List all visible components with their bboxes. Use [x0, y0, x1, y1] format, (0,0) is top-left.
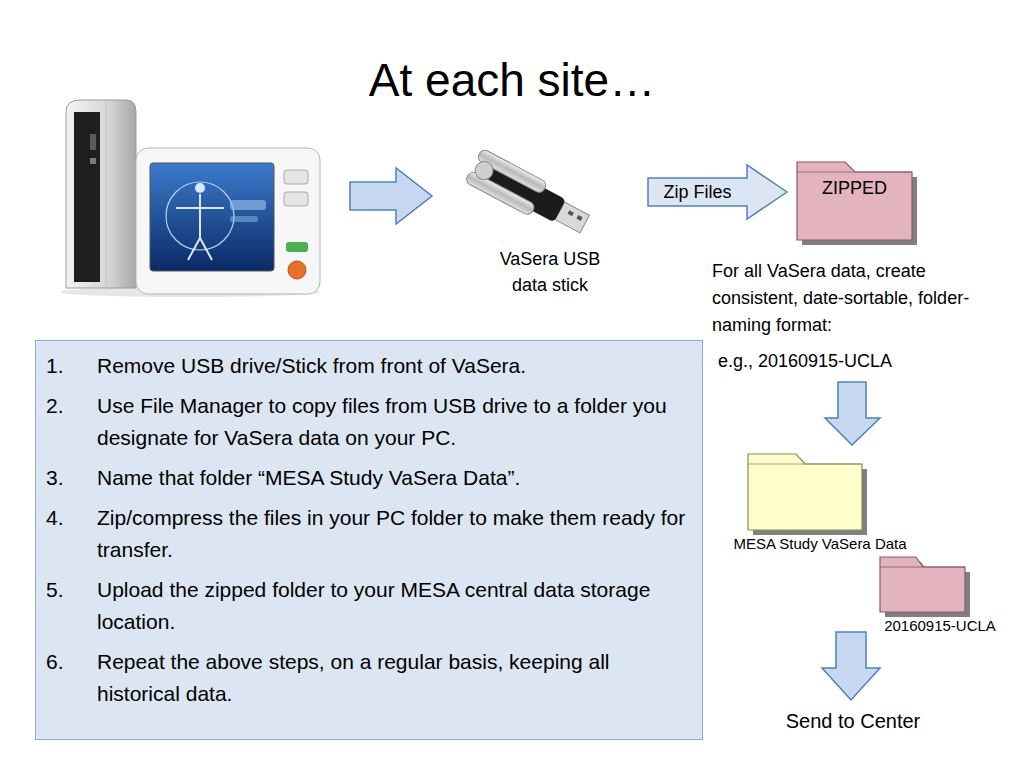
- step-text: Upload the zipped folder to your MESA ce…: [97, 574, 690, 638]
- step-row: 1.Remove USB drive/Stick from front of V…: [46, 350, 690, 382]
- folder-line: [880, 567, 965, 568]
- step-row: 3.Name that folder “MESA Study VaSera Da…: [46, 462, 690, 494]
- step-number: 3.: [46, 462, 97, 494]
- folder-icon: [880, 555, 972, 619]
- folder-line: [748, 464, 862, 465]
- folder-shape: [880, 557, 965, 612]
- flow-arrow: [350, 168, 432, 224]
- folder-box: ZIPPED: [797, 160, 912, 240]
- folder-label: 20160915-UCLA: [870, 617, 1010, 634]
- folder-icon: [748, 452, 869, 537]
- folder-shape: [748, 454, 862, 530]
- step-row: 5.Upload the zipped folder to your MESA …: [46, 574, 690, 638]
- vasera-device: [60, 100, 320, 297]
- flow-arrow: [822, 632, 880, 700]
- step-number: 2.: [46, 390, 97, 422]
- step-text: Remove USB drive/Stick from front of VaS…: [97, 350, 690, 382]
- step-text: Zip/compress the files in your PC folder…: [97, 502, 690, 566]
- step-number: 5.: [46, 574, 97, 606]
- step-text: Repeat the above steps, on a regular bas…: [97, 646, 690, 710]
- note-text: For all VaSera data, create consistent, …: [712, 258, 994, 339]
- slide-title: At each site…: [0, 50, 1024, 110]
- usb-stick-icon: [460, 150, 600, 242]
- folder-line: [797, 172, 912, 173]
- step-number: 1.: [46, 350, 97, 382]
- folder-icon: [797, 160, 919, 247]
- steps-panel: 1.Remove USB drive/Stick from front of V…: [35, 340, 703, 740]
- note-text: Send to Center: [753, 708, 953, 734]
- device-caption: VaSera USB data stick: [485, 246, 615, 298]
- usb-stick: VaSera USB data stick: [460, 150, 640, 298]
- step-text: Name that folder “MESA Study VaSera Data…: [97, 462, 690, 494]
- step-number: 4.: [46, 502, 97, 534]
- folder-box: 20160915-UCLA: [870, 555, 1010, 634]
- flow-arrow: [825, 382, 880, 445]
- step-row: 6.Repeat the above steps, on a regular b…: [46, 646, 690, 710]
- folder-label: MESA Study VaSera Data: [720, 535, 920, 552]
- folder-label: ZIPPED: [801, 176, 908, 200]
- connector-label: Zip Files: [663, 181, 731, 203]
- step-row: 4.Zip/compress the files in your PC fold…: [46, 502, 690, 566]
- step-row: 2.Use File Manager to copy files from US…: [46, 390, 690, 454]
- step-number: 6.: [46, 646, 97, 678]
- note-text: e.g., 20160915-UCLA: [718, 348, 980, 375]
- step-text: Use File Manager to copy files from USB …: [97, 390, 690, 454]
- block-arrow: [648, 165, 787, 219]
- folder-box: MESA Study VaSera Data: [720, 452, 920, 552]
- folder-shape: [797, 162, 912, 240]
